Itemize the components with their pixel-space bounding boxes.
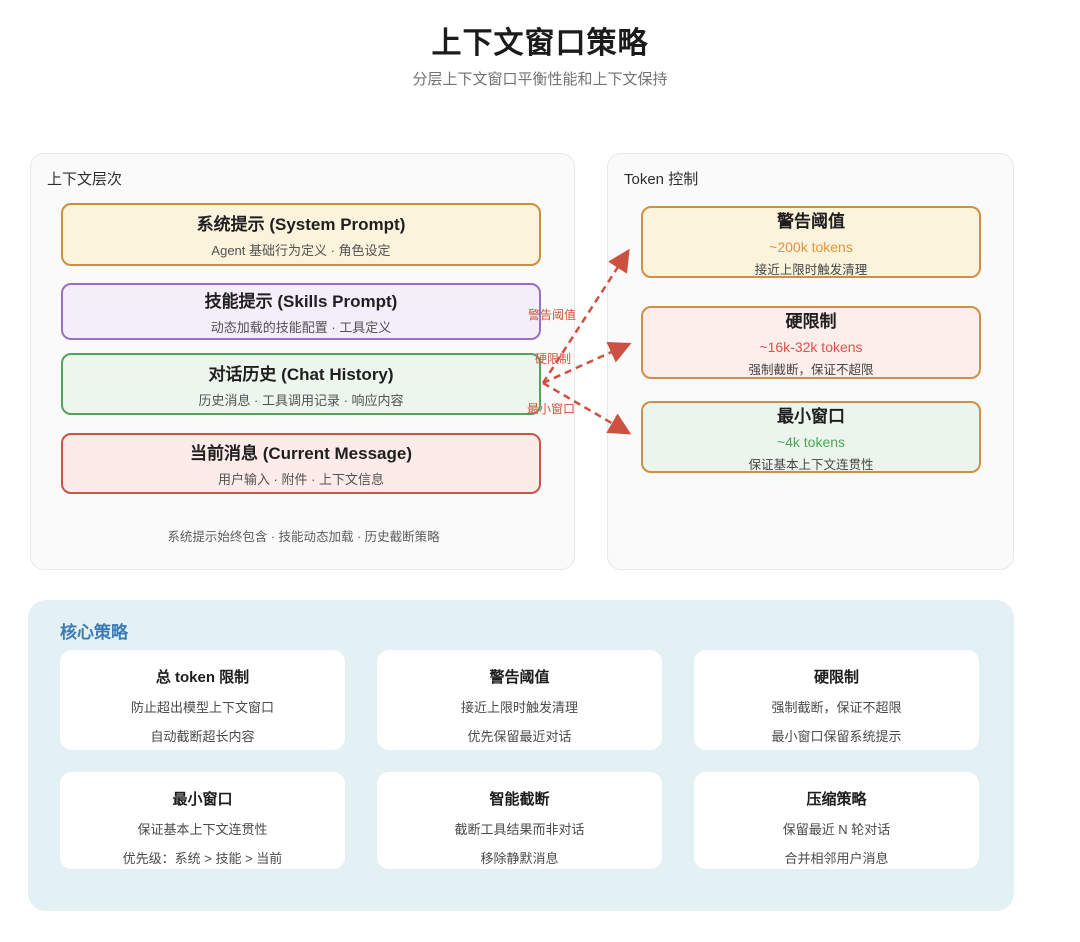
arrow-label-warning-threshold: 警告阈值 xyxy=(528,306,576,323)
layer-title: 当前消息 (Current Message) xyxy=(190,439,412,464)
layer-title: 对话历史 (Chat History) xyxy=(208,360,393,385)
strategy-card-title: 硬限制 xyxy=(814,666,859,687)
token-box-hard-limit: 硬限制 ~16k-32k tokens 强制截断，保证不超限 xyxy=(641,306,981,379)
strategy-card-title: 最小窗口 xyxy=(172,788,232,809)
strategy-card-line: 移除静默消息 xyxy=(480,848,558,867)
strategy-card-title: 压缩策略 xyxy=(806,788,866,809)
strategy-card-line: 接近上限时触发清理 xyxy=(461,697,578,716)
token-box-subtitle: 保证基本上下文连贯性 xyxy=(748,454,873,473)
token-box-value: ~16k-32k tokens xyxy=(759,339,862,355)
strategy-card-line: 合并相邻用户消息 xyxy=(784,848,888,867)
arrow-label-hard-limit: 硬限制 xyxy=(535,350,571,367)
layer-subtitle: 用户输入 · 附件 · 上下文信息 xyxy=(218,469,384,488)
token-box-subtitle: 强制截断，保证不超限 xyxy=(748,359,873,378)
strategy-card-line: 保留最近 N 轮对话 xyxy=(783,819,891,838)
strategy-card-hard-limit: 硬限制 强制截断，保证不超限 最小窗口保留系统提示 xyxy=(694,650,979,750)
token-box-value: ~200k tokens xyxy=(769,239,853,255)
page-title: 上下文窗口策略 xyxy=(0,18,1080,62)
core-strategies-title: 核心策略 xyxy=(60,618,128,643)
token-box-subtitle: 接近上限时触发清理 xyxy=(755,259,868,278)
layer-title: 技能提示 (Skills Prompt) xyxy=(205,287,398,312)
strategy-card-line: 最小窗口保留系统提示 xyxy=(771,726,901,745)
strategy-card-min-window: 最小窗口 保证基本上下文连贯性 优先级：系统 > 技能 > 当前 xyxy=(60,772,345,869)
strategy-card-title: 智能截断 xyxy=(489,788,549,809)
token-box-title: 警告阈值 xyxy=(777,207,845,232)
layer-subtitle: 历史消息 · 工具调用记录 · 响应内容 xyxy=(198,390,403,409)
strategy-card-smart-truncation: 智能截断 截断工具结果而非对话 移除静默消息 xyxy=(377,772,662,869)
layer-box-skills-prompt: 技能提示 (Skills Prompt) 动态加载的技能配置 · 工具定义 xyxy=(61,283,541,340)
context-layers-panel: 上下文层次 系统提示 (System Prompt) Agent 基础行为定义 … xyxy=(30,153,575,570)
layer-subtitle: Agent 基础行为定义 · 角色设定 xyxy=(211,240,390,259)
layer-box-current-message: 当前消息 (Current Message) 用户输入 · 附件 · 上下文信息 xyxy=(61,433,541,494)
layer-title: 系统提示 (System Prompt) xyxy=(197,210,406,235)
core-strategies-panel: 核心策略 总 token 限制 防止超出模型上下文窗口 自动截断超长内容 警告阈… xyxy=(28,600,1014,911)
token-box-min-window: 最小窗口 ~4k tokens 保证基本上下文连贯性 xyxy=(641,401,981,473)
layer-subtitle: 动态加载的技能配置 · 工具定义 xyxy=(211,317,392,336)
layer-box-chat-history: 对话历史 (Chat History) 历史消息 · 工具调用记录 · 响应内容 xyxy=(61,353,541,415)
arrow-label-min-window: 最小窗口 xyxy=(527,400,575,417)
token-box-value: ~4k tokens xyxy=(777,434,845,450)
strategy-card-total-token-limit: 总 token 限制 防止超出模型上下文窗口 自动截断超长内容 xyxy=(60,650,345,750)
strategy-card-line: 自动截断超长内容 xyxy=(150,726,254,745)
strategy-card-line: 截断工具结果而非对话 xyxy=(454,819,584,838)
token-box-warning-threshold: 警告阈值 ~200k tokens 接近上限时触发清理 xyxy=(641,206,981,278)
context-layers-footnote: 系统提示始终包含 · 技能动态加载 · 历史截断策略 xyxy=(31,526,576,545)
strategy-card-line: 优先级：系统 > 技能 > 当前 xyxy=(123,848,283,867)
page-subtitle: 分层上下文窗口平衡性能和上下文保持 xyxy=(0,68,1080,89)
strategy-card-title: 警告阈值 xyxy=(489,666,549,687)
token-control-panel: Token 控制 警告阈值 ~200k tokens 接近上限时触发清理 硬限制… xyxy=(607,153,1014,570)
strategy-card-line: 优先保留最近对话 xyxy=(467,726,571,745)
token-box-title: 最小窗口 xyxy=(777,402,845,427)
token-control-panel-title: Token 控制 xyxy=(624,168,698,189)
strategy-card-warning-threshold: 警告阈值 接近上限时触发清理 优先保留最近对话 xyxy=(377,650,662,750)
token-box-title: 硬限制 xyxy=(786,307,837,332)
strategy-card-compression: 压缩策略 保留最近 N 轮对话 合并相邻用户消息 xyxy=(694,772,979,869)
layer-box-system-prompt: 系统提示 (System Prompt) Agent 基础行为定义 · 角色设定 xyxy=(61,203,541,266)
context-layers-panel-title: 上下文层次 xyxy=(47,168,122,189)
strategy-card-line: 防止超出模型上下文窗口 xyxy=(131,697,274,716)
strategy-card-line: 强制截断，保证不超限 xyxy=(771,697,901,716)
strategy-card-title: 总 token 限制 xyxy=(156,666,249,687)
strategy-card-line: 保证基本上下文连贯性 xyxy=(137,819,267,838)
